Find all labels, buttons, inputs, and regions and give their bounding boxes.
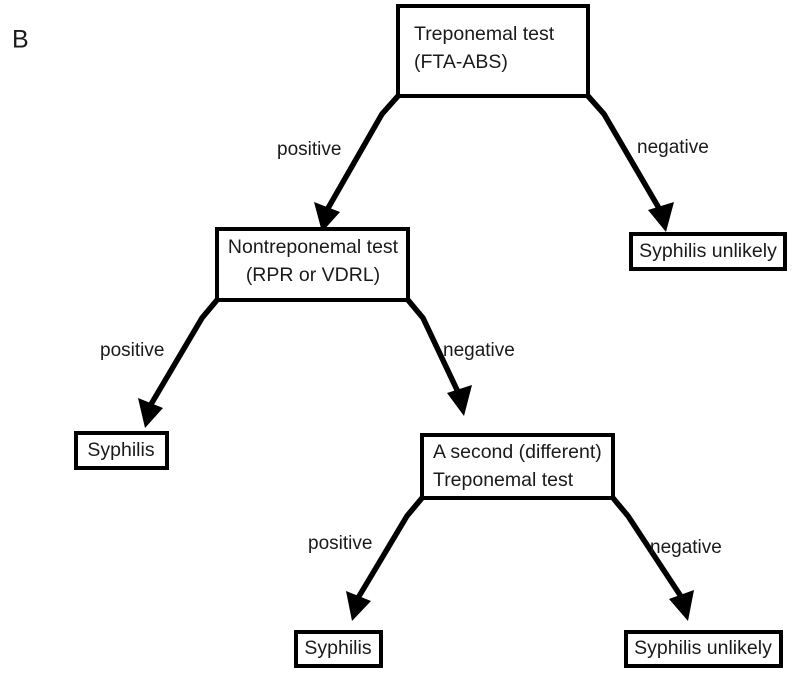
edge-line-treponemal-positive: [324, 94, 401, 212]
node-label-nontreponemal-test-line2: (RPR or VDRL): [246, 264, 380, 286]
arrow-head-treponemal-negative: [648, 202, 674, 232]
node-label-nontreponemal-test-line1: Nontreponemal test: [228, 236, 399, 258]
edge-treponemal-positive: [314, 94, 401, 232]
edge-second-treponemal-positive: [346, 496, 425, 621]
edge-line-treponemal-negative: [585, 94, 663, 212]
node-label-second-treponemal-test-line1: A second (different): [433, 441, 602, 463]
node-nontreponemal-test[interactable]: Nontreponemal test (RPR or VDRL): [215, 227, 410, 302]
arrow-head-treponemal-positive: [314, 202, 340, 232]
node-syphilis-unlikely-top[interactable]: Syphilis unlikely: [629, 232, 787, 271]
edge-treponemal-negative: [585, 94, 674, 232]
node-box-second-treponemal-test: [420, 433, 615, 500]
edge-nontreponemal-positive: [138, 298, 220, 428]
node-label-treponemal-test-line1: Treponemal test: [414, 23, 555, 45]
node-treponemal-test[interactable]: Treponemal test (FTA-ABS): [396, 4, 590, 98]
node-label-syphilis-left: Syphilis: [87, 439, 154, 461]
node-syphilis-unlikely-bottom[interactable]: Syphilis unlikely: [624, 630, 783, 668]
edge-label-level1-negative: negative: [637, 137, 709, 158]
arrow-head-nontreponemal-positive: [138, 398, 163, 428]
node-label-syphilis-unlikely-top: Syphilis unlikely: [639, 240, 777, 262]
edge-label-level2-negative: negative: [443, 340, 515, 361]
node-label-second-treponemal-test-line2: Treponemal test: [433, 469, 574, 491]
edge-line-nontreponemal-positive: [147, 298, 220, 408]
node-box-syphilis-unlikely-bottom: [624, 630, 783, 668]
edge-line-nontreponemal-negative: [405, 298, 461, 394]
panel-label: B: [12, 26, 29, 54]
edge-label-level3-positive: positive: [308, 533, 372, 554]
node-label-syphilis-unlikely-bottom: Syphilis unlikely: [634, 637, 772, 659]
arrow-head-second-treponemal-positive: [346, 591, 371, 621]
edge-line-second-treponemal-positive: [355, 496, 425, 600]
node-box-syphilis-unlikely-top: [629, 232, 787, 271]
edge-label-level3-negative: negative: [650, 537, 722, 558]
node-syphilis-bottom[interactable]: Syphilis: [294, 630, 383, 668]
edge-label-level2-positive: positive: [100, 340, 164, 361]
arrow-head-nontreponemal-negative: [447, 385, 472, 416]
node-box-syphilis-left: [74, 431, 169, 470]
node-label-treponemal-test-line2: (FTA-ABS): [414, 51, 508, 73]
node-second-treponemal-test[interactable]: A second (different) Treponemal test: [420, 433, 615, 500]
edge-second-treponemal-negative: [610, 496, 694, 621]
edge-line-second-treponemal-negative: [610, 496, 685, 600]
edge-label-level1-positive: positive: [277, 139, 341, 160]
arrow-head-second-treponemal-negative: [669, 590, 694, 621]
node-label-syphilis-bottom: Syphilis: [304, 637, 371, 659]
node-syphilis-left[interactable]: Syphilis: [74, 431, 169, 470]
edge-nontreponemal-negative: [405, 298, 472, 416]
node-box-treponemal-test: [396, 4, 590, 98]
node-box-syphilis-bottom: [294, 630, 383, 668]
node-box-nontreponemal-test: [215, 227, 410, 302]
